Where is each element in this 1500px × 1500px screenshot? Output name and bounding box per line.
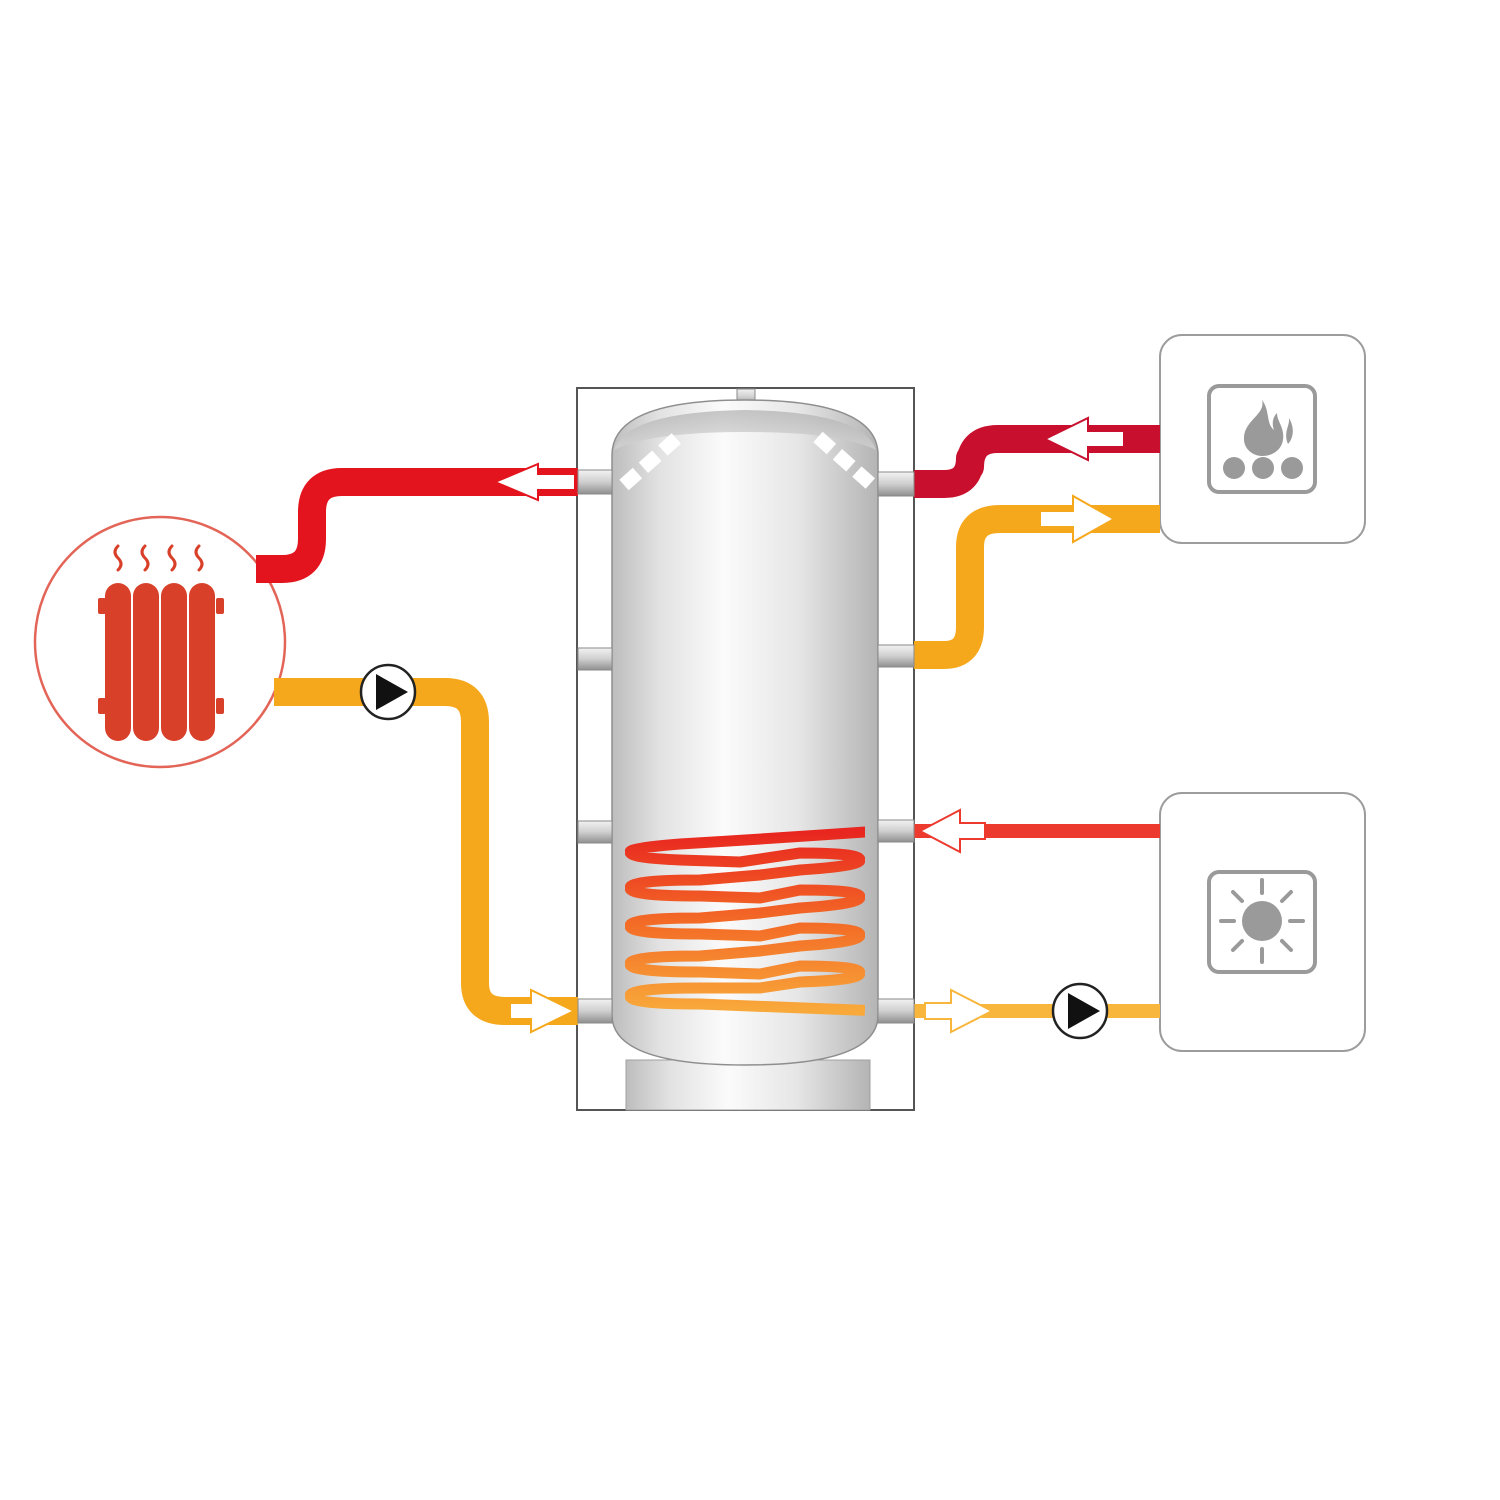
nozzle-left-coil <box>577 820 613 844</box>
arrow-solar-return-right <box>924 988 995 1034</box>
sun-rays <box>1219 878 1305 964</box>
flow-arrows <box>492 416 1125 1034</box>
fuel-pellet-1 <box>1223 457 1245 479</box>
arrow-boiler-flow-left <box>1042 416 1125 462</box>
pump-play-icon <box>1068 993 1100 1029</box>
pipe-boiler-flow <box>914 425 1160 498</box>
solid-fuel-boiler-icon <box>1223 400 1303 479</box>
radiator-fin-2 <box>133 583 159 741</box>
radiator-fin-4 <box>189 583 215 741</box>
arrow-heating-flow-left <box>492 462 576 502</box>
arrow-solar-flow-left <box>917 808 986 854</box>
radiator-circle <box>33 515 287 769</box>
left-diffuser-baffle <box>619 431 683 491</box>
right-diffuser-baffle <box>813 431 877 491</box>
tank-dome-shadow <box>614 410 876 450</box>
pump-play-icon <box>376 674 408 710</box>
nozzle-left-bottom <box>577 998 613 1024</box>
heat-waves-icon <box>113 544 204 572</box>
nozzle-right-coil-in <box>877 819 915 843</box>
pipe-heating-flow <box>256 468 578 583</box>
pipe-heating-return <box>274 678 578 1025</box>
nozzle-left-mid <box>577 647 613 671</box>
tank-nozzles <box>577 469 915 1024</box>
sun-icon <box>1242 901 1282 941</box>
heating-circulation-pump <box>359 663 417 721</box>
fuel-pellet-3 <box>1281 457 1303 479</box>
arrow-heating-return-right <box>509 988 577 1034</box>
nozzle-right-top <box>877 471 915 497</box>
nozzle-right-mid <box>877 644 915 668</box>
tank-foot <box>625 1059 871 1111</box>
solar-circulation-pump <box>1051 982 1109 1040</box>
solar-collector-icon <box>1219 878 1305 964</box>
solar-node <box>1159 792 1366 1052</box>
heat-exchanger-coil <box>625 825 865 1017</box>
pipe-boiler-return <box>914 505 1160 669</box>
nozzle-left-top <box>577 469 613 495</box>
flame-icon <box>1243 400 1284 456</box>
boiler-node <box>1159 334 1366 544</box>
radiator-fin-1 <box>105 583 131 741</box>
fuel-pellet-2 <box>1252 457 1274 479</box>
radiator-fin-3 <box>161 583 187 741</box>
arrow-boiler-return-right <box>1039 494 1117 544</box>
radiator-icon <box>98 544 224 741</box>
radiator-node <box>33 515 287 769</box>
nozzle-right-coil-out <box>877 998 915 1024</box>
